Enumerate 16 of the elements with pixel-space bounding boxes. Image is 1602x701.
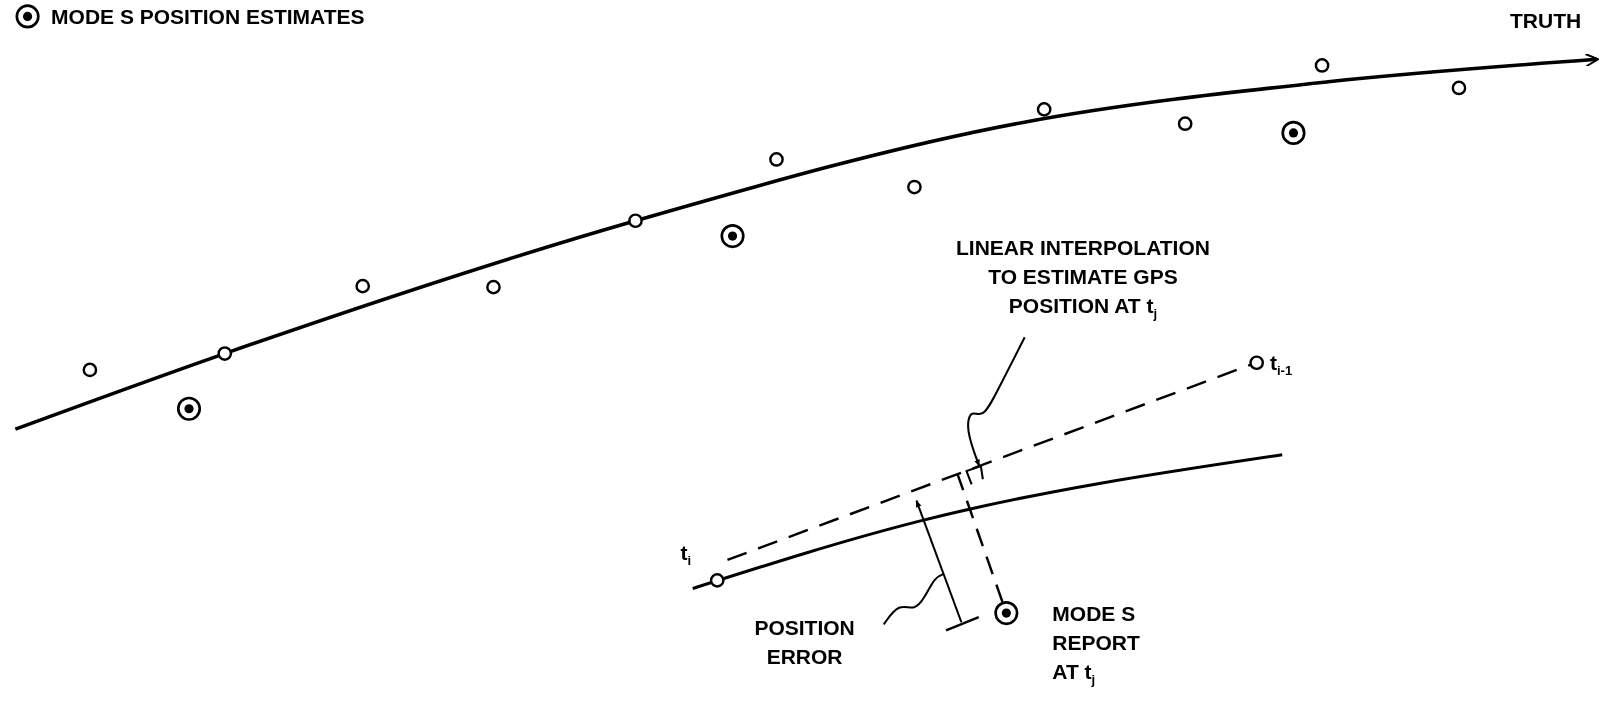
text-label: t$_{i}$ bbox=[680, 540, 692, 571]
perpendicular-dashed-line bbox=[956, 473, 1004, 603]
leader-line bbox=[967, 336, 1026, 467]
annotation-text: POSITION ERROR bbox=[735, 613, 874, 671]
annotation-text: MODE S REPORT AT t$_{j}$ bbox=[1052, 600, 1141, 689]
error-dimension-line bbox=[915, 500, 963, 623]
mode-s-report-marker bbox=[994, 601, 1019, 626]
text-label: TRUTH bbox=[1510, 8, 1582, 35]
mode-s-estimate-marker bbox=[1281, 120, 1306, 145]
legend-text: MODE S POSITION ESTIMATES bbox=[51, 4, 365, 31]
annotation-text: LINEAR INTERPOLATION TO ESTIMATE GPS POSITION AT t$_{j}$ bbox=[945, 232, 1221, 329]
mode-s-estimate-marker bbox=[176, 396, 202, 421]
mode-s-estimate-marker bbox=[720, 224, 745, 249]
leader-line bbox=[882, 573, 944, 625]
interpolation-dashed-line bbox=[727, 363, 1251, 562]
text-label: t$_{i-1}$ bbox=[1269, 350, 1293, 381]
